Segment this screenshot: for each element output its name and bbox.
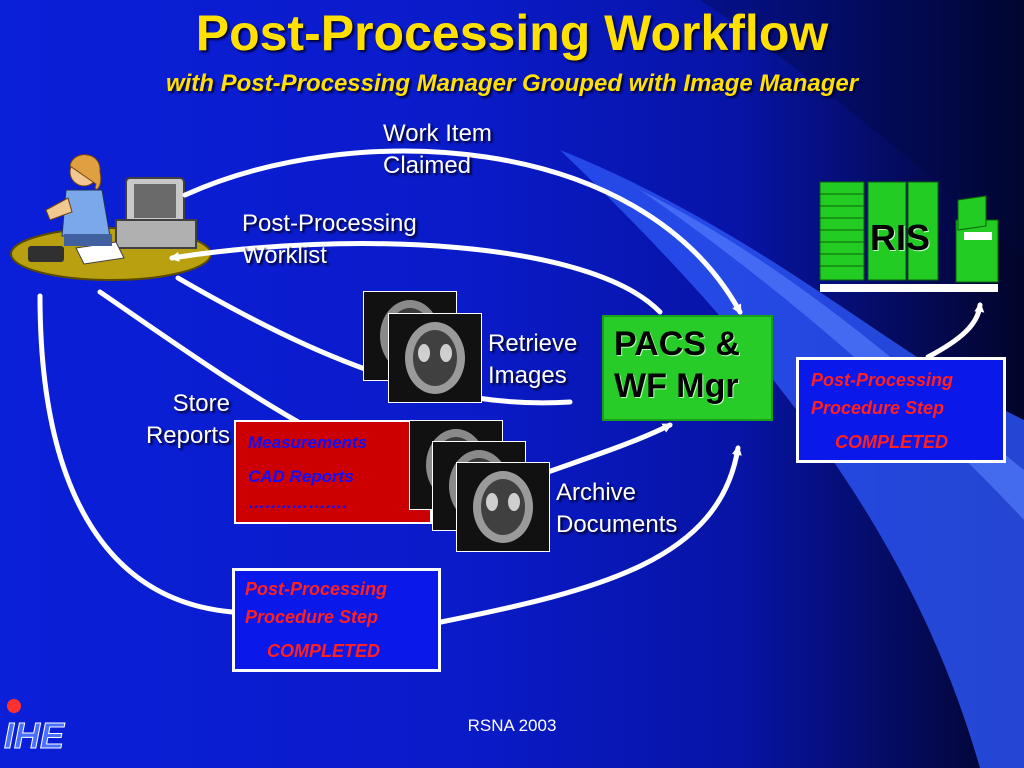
cad-reports-text: CAD Reports	[248, 467, 354, 486]
pp-step-completed-right: Post-Processing Procedure Step COMPLETED	[796, 357, 1006, 463]
work-item-claimed-arrow	[182, 148, 743, 315]
ct-scan-image-icon	[456, 462, 550, 552]
ppps-to-ris-arrow	[925, 302, 985, 360]
pacs-wf-mgr-box: PACS &WF Mgr	[602, 315, 773, 421]
ihe-logo-icon: IHE	[4, 699, 66, 756]
page-subtitle: with Post-Processing Manager Grouped wit…	[165, 70, 859, 97]
ris-label: RIS	[870, 217, 931, 258]
footer-text: RSNA 2003	[467, 716, 557, 735]
reports-box: Measurements CAD Reports ……..……….	[234, 420, 432, 524]
ris-server-icon	[819, 181, 999, 292]
ct-scan-image-icon	[388, 313, 482, 403]
ellipsis-text: ……..……….	[248, 493, 348, 512]
pp-step-completed-bottom: Post-Processing Procedure Step COMPLETED	[232, 568, 441, 672]
ppps-bottom-arrow	[37, 293, 235, 615]
store-reports-arrow	[97, 289, 319, 435]
page-title: Post-Processing Workflow	[195, 5, 829, 61]
worklist-arrow	[169, 241, 663, 315]
radiologist-workstation-icon	[10, 154, 212, 281]
pacs-label: PACS &WF Mgr	[614, 325, 740, 405]
measurements-text: Measurements	[248, 433, 368, 452]
ihe-logo-text: IHE	[4, 715, 65, 756]
ppps-to-pacs-arrow	[438, 445, 742, 625]
